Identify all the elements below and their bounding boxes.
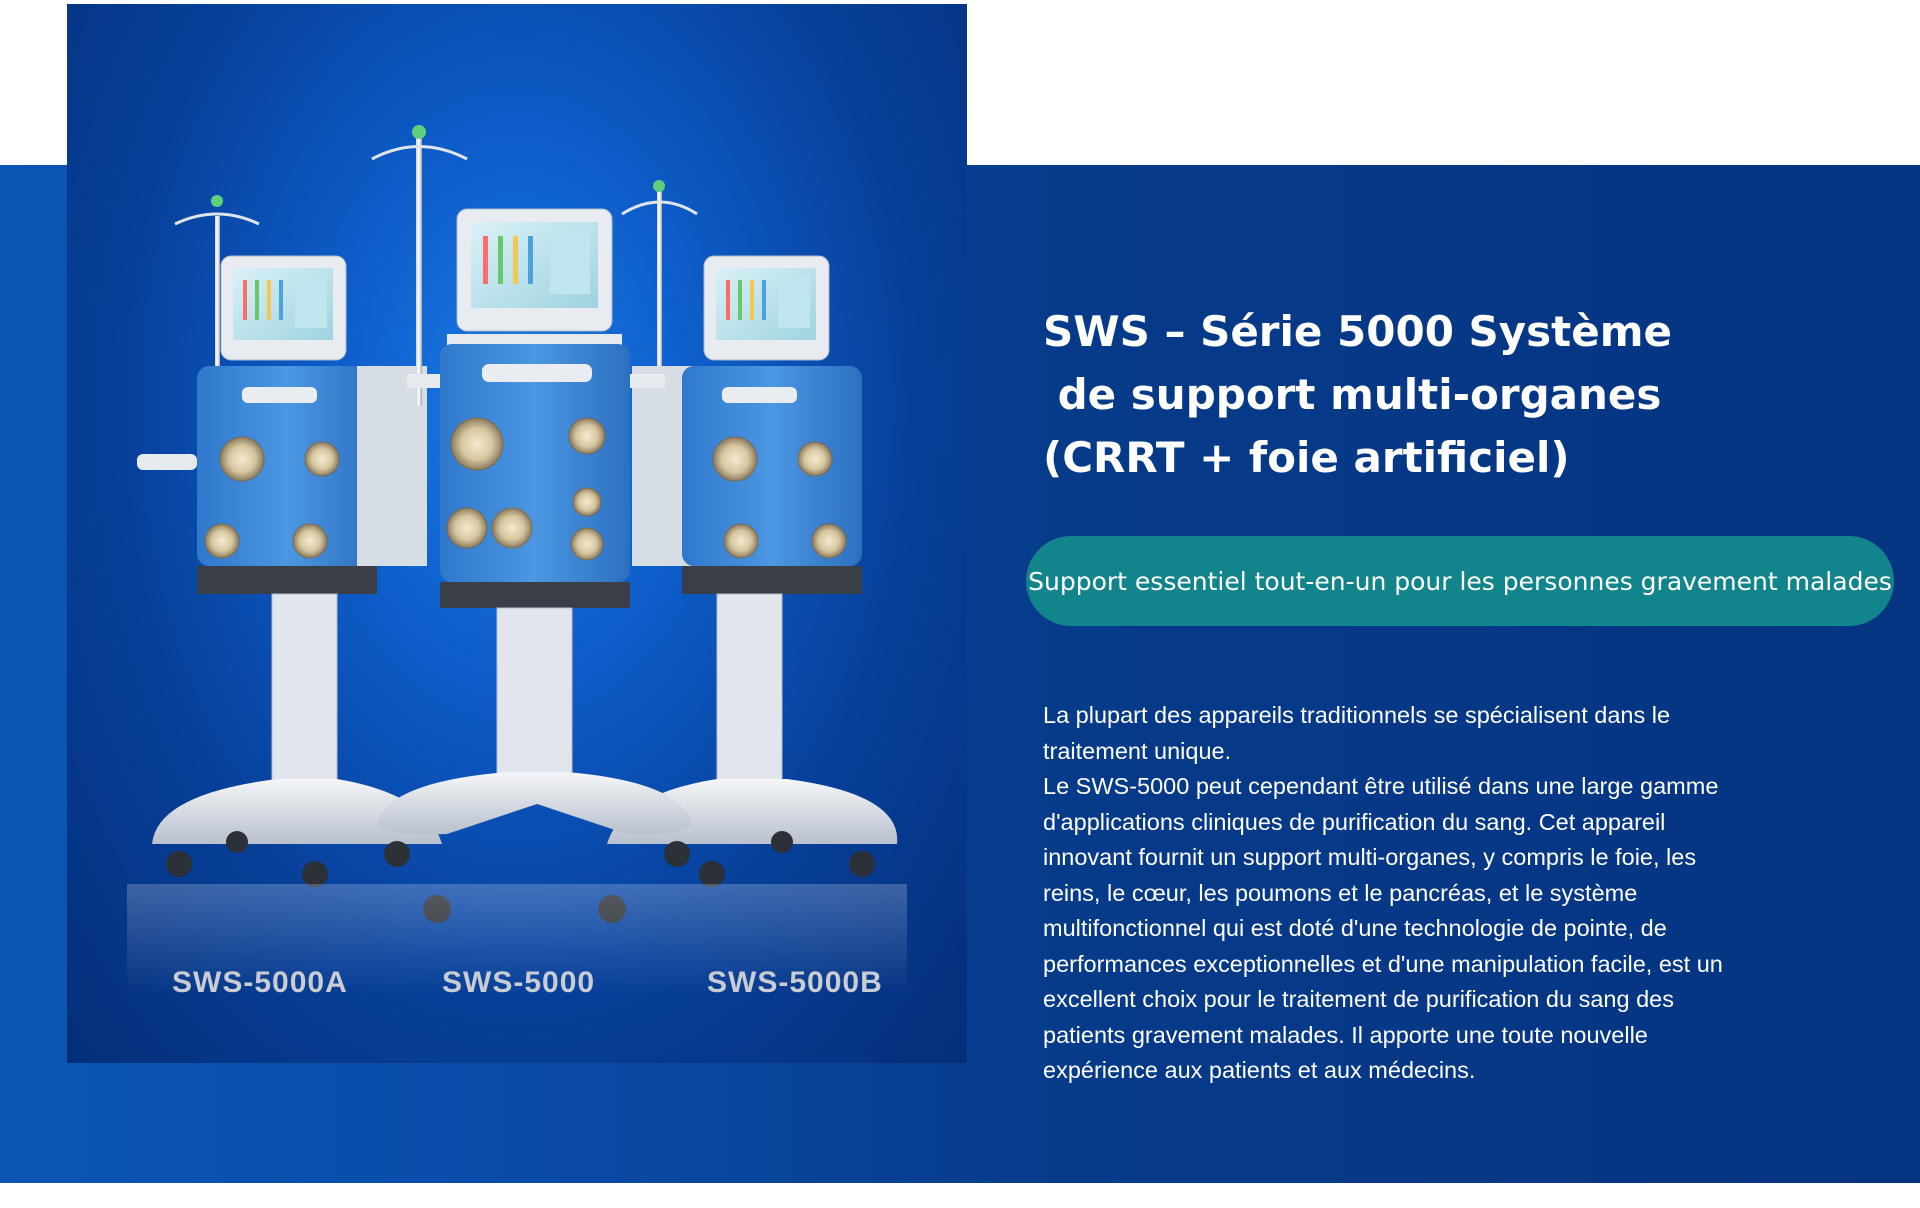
tagline-badge: Support essentiel tout-en-un pour les pe… [1026,536,1894,626]
sws-5000-series-devices-illustration [127,125,907,994]
title-line: (CRRT + foie artificiel) [1043,433,1570,482]
description-line: Le SWS-5000 peut cependant être utilisé … [1043,773,1719,799]
description-line: excellent choix pour le traitement de pu… [1043,986,1674,1012]
product-image: SWS-5000A SWS-5000 SWS-5000B [67,4,967,1063]
description-line: d'applications cliniques de purification… [1043,808,1666,835]
model-label-sws-5000a: SWS-5000A [172,966,348,999]
title-line: de support multi-organes [1043,370,1662,419]
description-line: traitement unique. [1043,737,1232,764]
description-line: performances exceptionnelles et d'une ma… [1043,950,1723,977]
product-title: SWS – Série 5000 Système de support mult… [1043,300,1863,489]
description-line: patients gravement malades. Il apporte u… [1043,1021,1648,1048]
tagline-text: Support essentiel tout-en-un pour les pe… [1028,566,1892,596]
model-label-sws-5000: SWS-5000 [442,966,596,999]
description-line: reins, le cœur, les poumons et le pancré… [1043,879,1638,906]
description-line: expérience aux patients et aux médecins. [1043,1057,1476,1083]
model-label-sws-5000b: SWS-5000B [707,966,883,999]
description-line: La plupart des appareils traditionnels s… [1043,702,1671,728]
title-line: SWS – Série 5000 Système [1043,307,1672,356]
description-line: innovant fournit un support multi-organe… [1043,844,1697,870]
description-line: multifonctionnel qui est doté d'une tech… [1043,915,1667,941]
product-description: La plupart des appareils traditionnels s… [1043,698,1833,1089]
